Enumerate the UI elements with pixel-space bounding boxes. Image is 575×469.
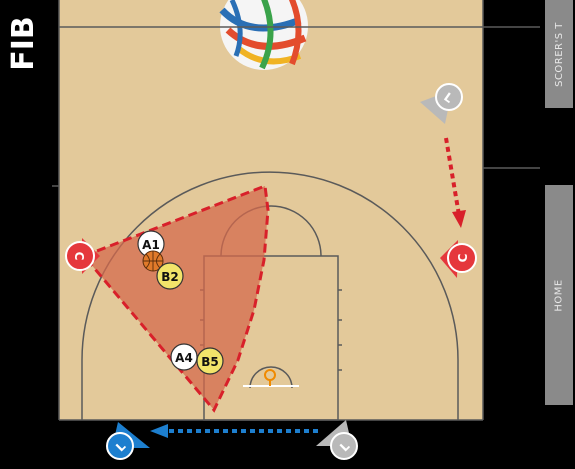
scorers-table-label: SCORER'S T: [554, 22, 565, 87]
player-b5[interactable]: B5: [197, 348, 223, 374]
referee-center-label: C: [456, 253, 470, 262]
brand-logo-text: FIB: [6, 16, 41, 71]
referee-left-label: C: [72, 252, 86, 261]
home-label: HOME: [554, 279, 565, 311]
player-b2-label: B2: [161, 270, 179, 284]
referee-lead-blue[interactable]: L: [107, 422, 150, 459]
player-a4[interactable]: A4: [171, 344, 197, 370]
player-b5-label: B5: [201, 355, 219, 369]
referee-trail-bottom[interactable]: L: [316, 420, 357, 459]
player-a1-label: A1: [142, 238, 160, 252]
movement-arrow-blue: [150, 424, 318, 438]
player-a4-label: A4: [175, 351, 193, 365]
player-b2[interactable]: B2: [157, 263, 183, 289]
scorers-table-tab: SCORER'S T: [545, 0, 573, 108]
home-tab: HOME: [545, 185, 573, 405]
